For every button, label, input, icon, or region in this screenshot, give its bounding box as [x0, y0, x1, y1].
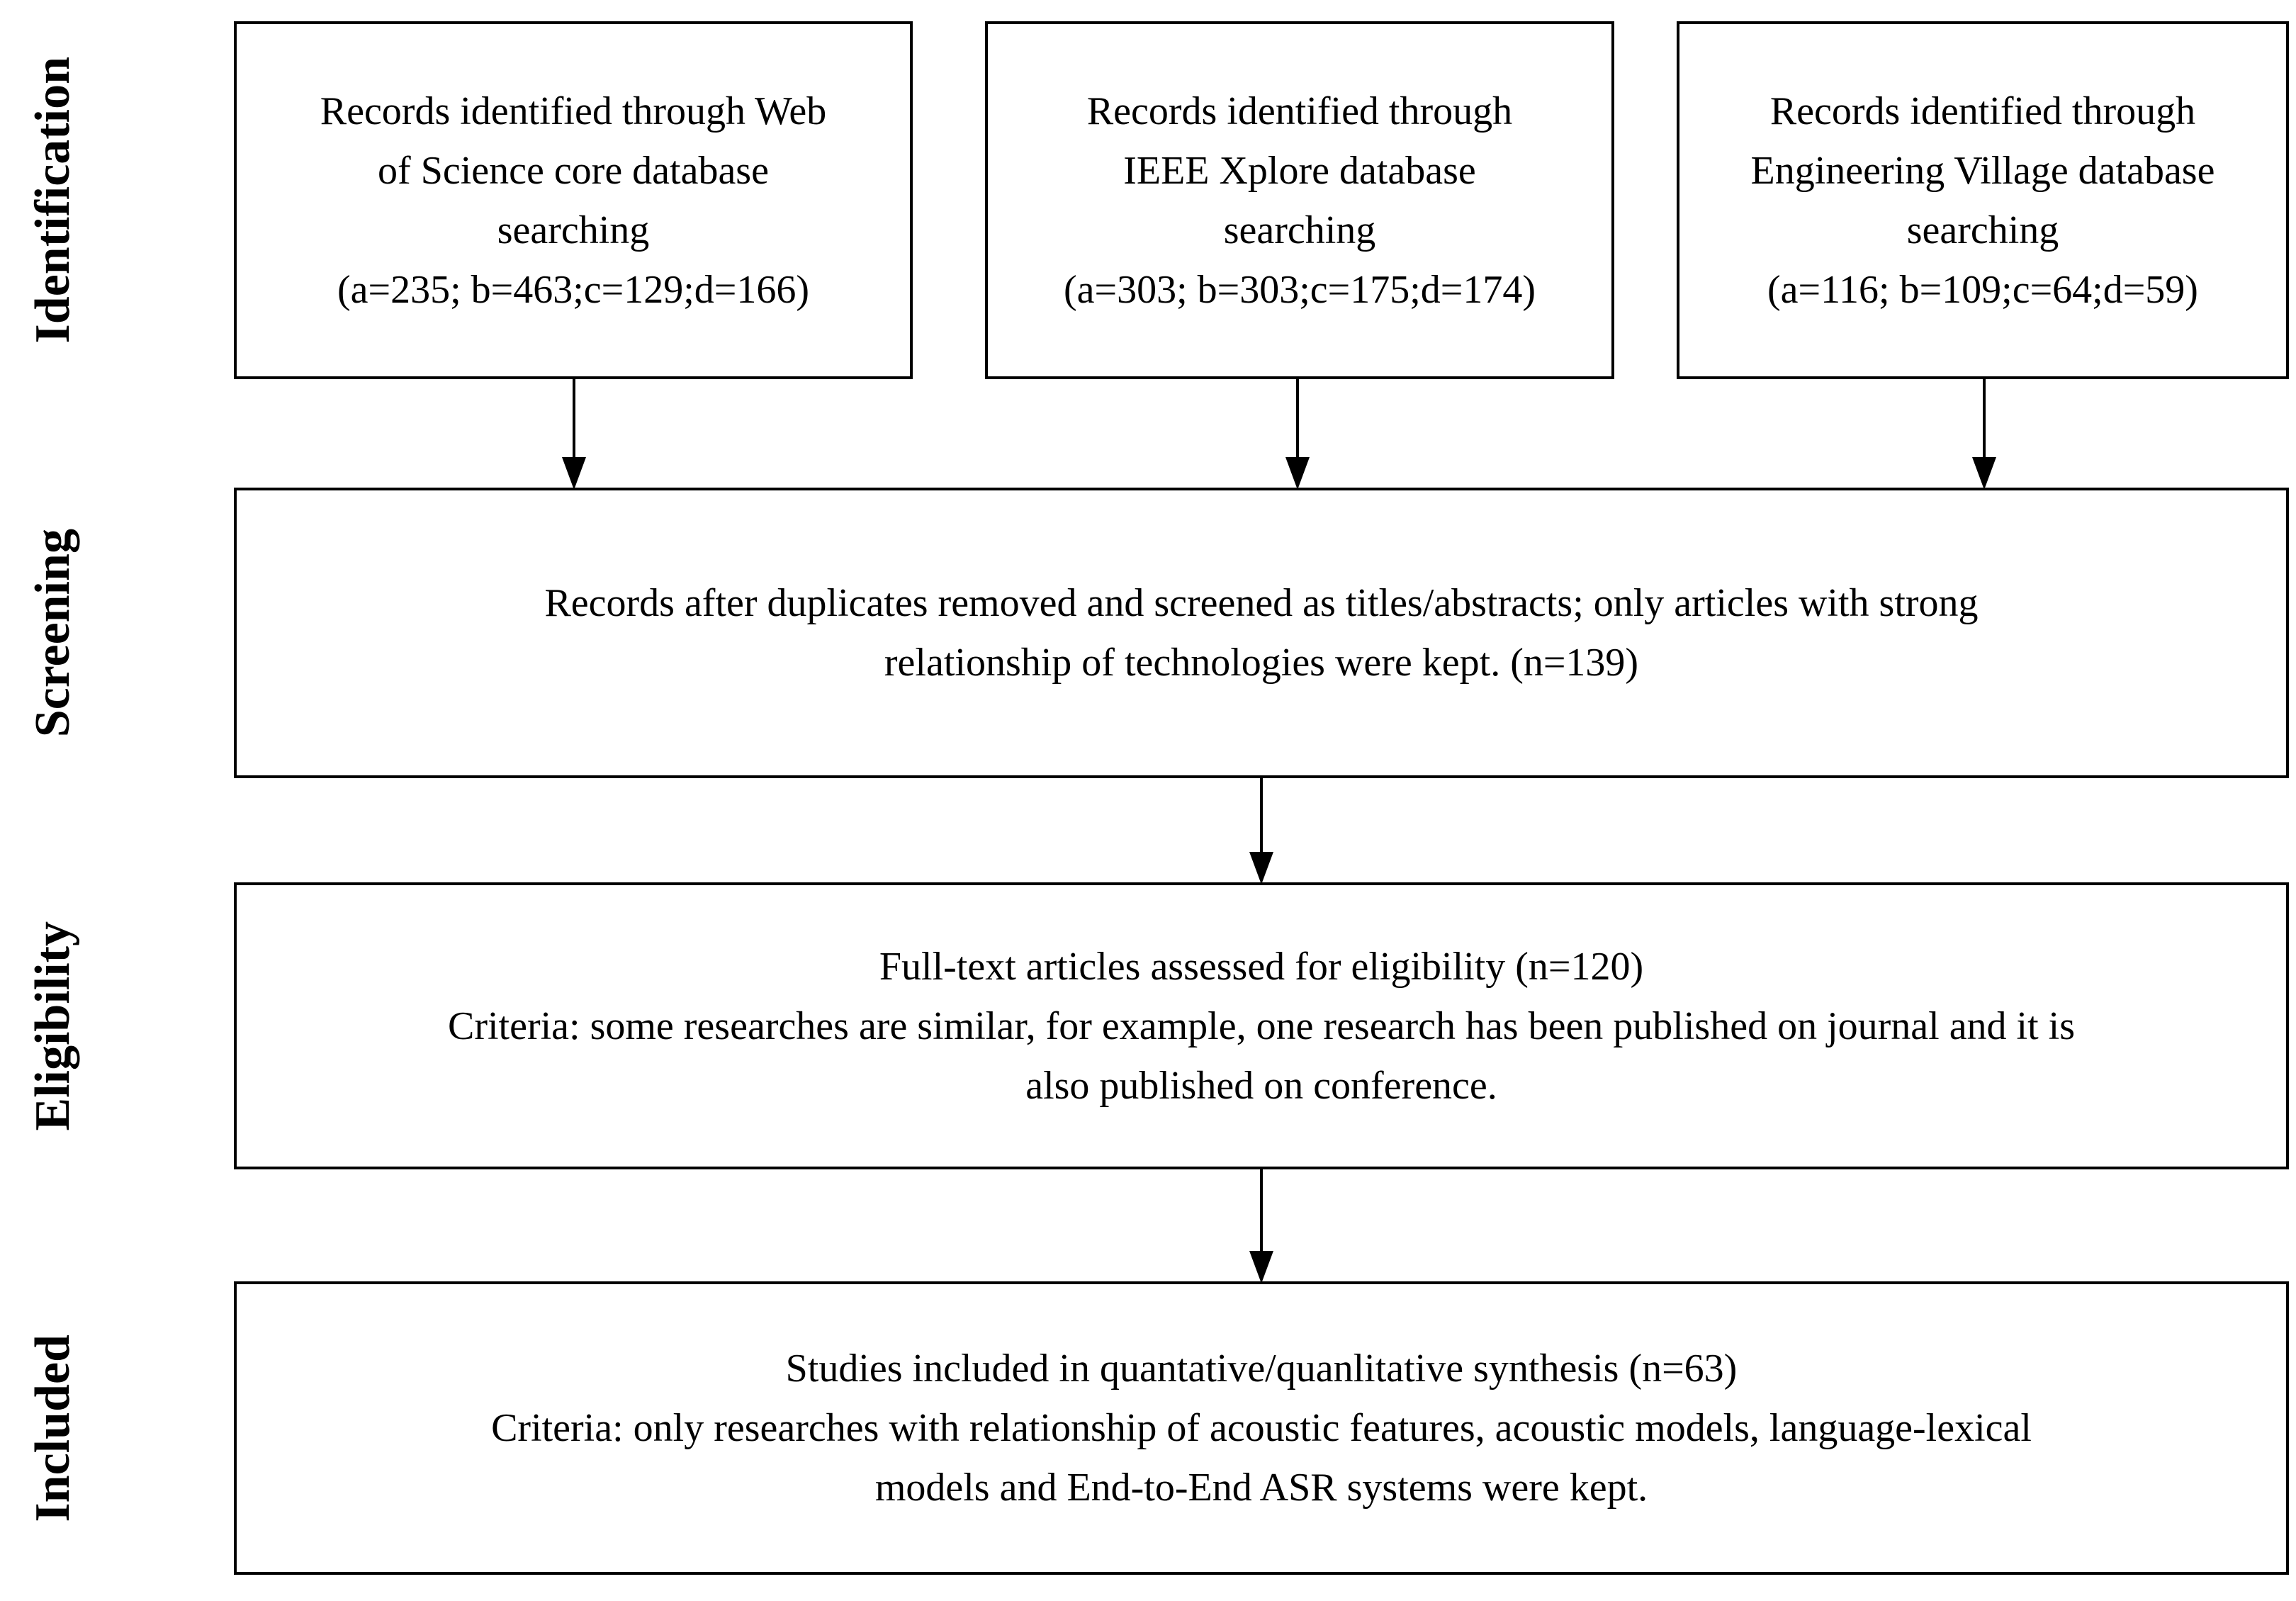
arrow-down-icon — [1249, 778, 1274, 884]
stage-label-included: Included — [0, 1281, 106, 1575]
box-eligibility: Full-text articles assessed for eligibil… — [234, 882, 2289, 1169]
stage-label-eligibility: Eligibility — [0, 882, 106, 1169]
box-ieee-xplore-text: Records identified through IEEE Xplore d… — [1063, 89, 1536, 312]
box-screening: Records after duplicates removed and scr… — [234, 488, 2289, 778]
arrow-shaft — [1260, 778, 1263, 863]
arrow-down-icon — [1249, 1169, 1274, 1283]
arrow-head — [1285, 457, 1310, 490]
arrow-head — [1972, 457, 1996, 490]
box-web-of-science: Records identified through Web of Scienc… — [234, 21, 913, 379]
box-included-text: Studies included in quantative/quanlitat… — [491, 1347, 2032, 1510]
arrow-down-icon — [1971, 379, 1997, 490]
arrow-head — [562, 457, 586, 490]
stage-label-identification: Identification — [0, 21, 106, 379]
arrow-shaft — [573, 379, 575, 468]
arrow-shaft — [1296, 379, 1299, 468]
arrow-down-icon — [561, 379, 587, 490]
arrow-head — [1249, 1251, 1273, 1283]
arrow-head — [1249, 852, 1273, 884]
stage-label-screening: Screening — [0, 488, 106, 778]
box-web-of-science-text: Records identified through Web of Scienc… — [320, 89, 827, 312]
box-included: Studies included in quantative/quanlitat… — [234, 1281, 2289, 1575]
arrow-down-icon — [1285, 379, 1310, 490]
stage-label-screening-text: Screening — [26, 528, 80, 738]
arrow-shaft — [1983, 379, 1986, 468]
box-engineering-village: Records identified through Engineering V… — [1677, 21, 2289, 379]
stage-label-identification-text: Identification — [26, 57, 80, 344]
arrow-shaft — [1260, 1169, 1263, 1262]
box-engineering-village-text: Records identified through Engineering V… — [1750, 89, 2215, 312]
stage-label-eligibility-text: Eligibility — [26, 921, 80, 1131]
box-ieee-xplore: Records identified through IEEE Xplore d… — [985, 21, 1614, 379]
stage-label-included-text: Included — [26, 1334, 80, 1522]
box-screening-text: Records after duplicates removed and scr… — [544, 581, 1979, 685]
box-eligibility-text: Full-text articles assessed for eligibil… — [447, 944, 2076, 1108]
